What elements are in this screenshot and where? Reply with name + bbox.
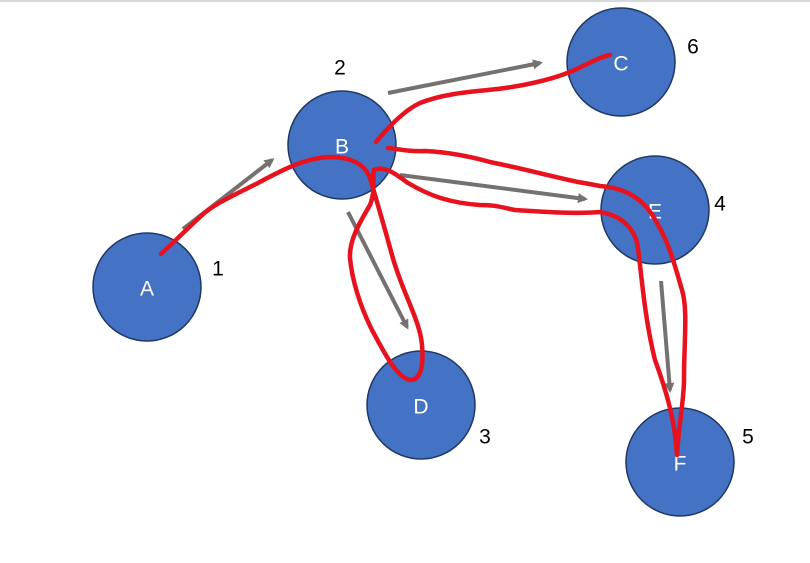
node-a-order: 1: [212, 258, 224, 281]
edge-b-e: [399, 173, 588, 204]
node-a-label: A: [140, 278, 154, 301]
top-border: [0, 0, 810, 2]
edges: [181, 59, 675, 393]
node-b-label: B: [335, 136, 349, 159]
node-f-label: F: [674, 453, 687, 476]
node-c-order: 6: [687, 36, 699, 59]
node-b: B: [287, 90, 397, 200]
node-c: C: [566, 7, 676, 117]
node-f-order: 5: [742, 426, 754, 449]
node-d-order: 3: [479, 426, 491, 449]
traversal-path-b-to-e-to-f: [371, 145, 688, 458]
traversal-path-b-to-c: [373, 52, 613, 145]
visit-order-labels: 1 2 6 3 4 5: [212, 36, 754, 449]
traversal-path: [158, 52, 688, 458]
node-a-circle: [92, 232, 202, 342]
edge-b-c: [387, 59, 543, 95]
edge-e-f: [659, 280, 675, 393]
node-c-label: C: [613, 53, 628, 76]
node-e: E: [600, 155, 710, 265]
node-a: A: [92, 232, 202, 342]
traversal-path-a-to-b-to-d: [158, 154, 425, 383]
node-b-order: 2: [334, 57, 346, 80]
node-c-circle: [566, 7, 676, 117]
node-e-order: 4: [714, 193, 726, 216]
node-d-label: D: [413, 396, 428, 419]
